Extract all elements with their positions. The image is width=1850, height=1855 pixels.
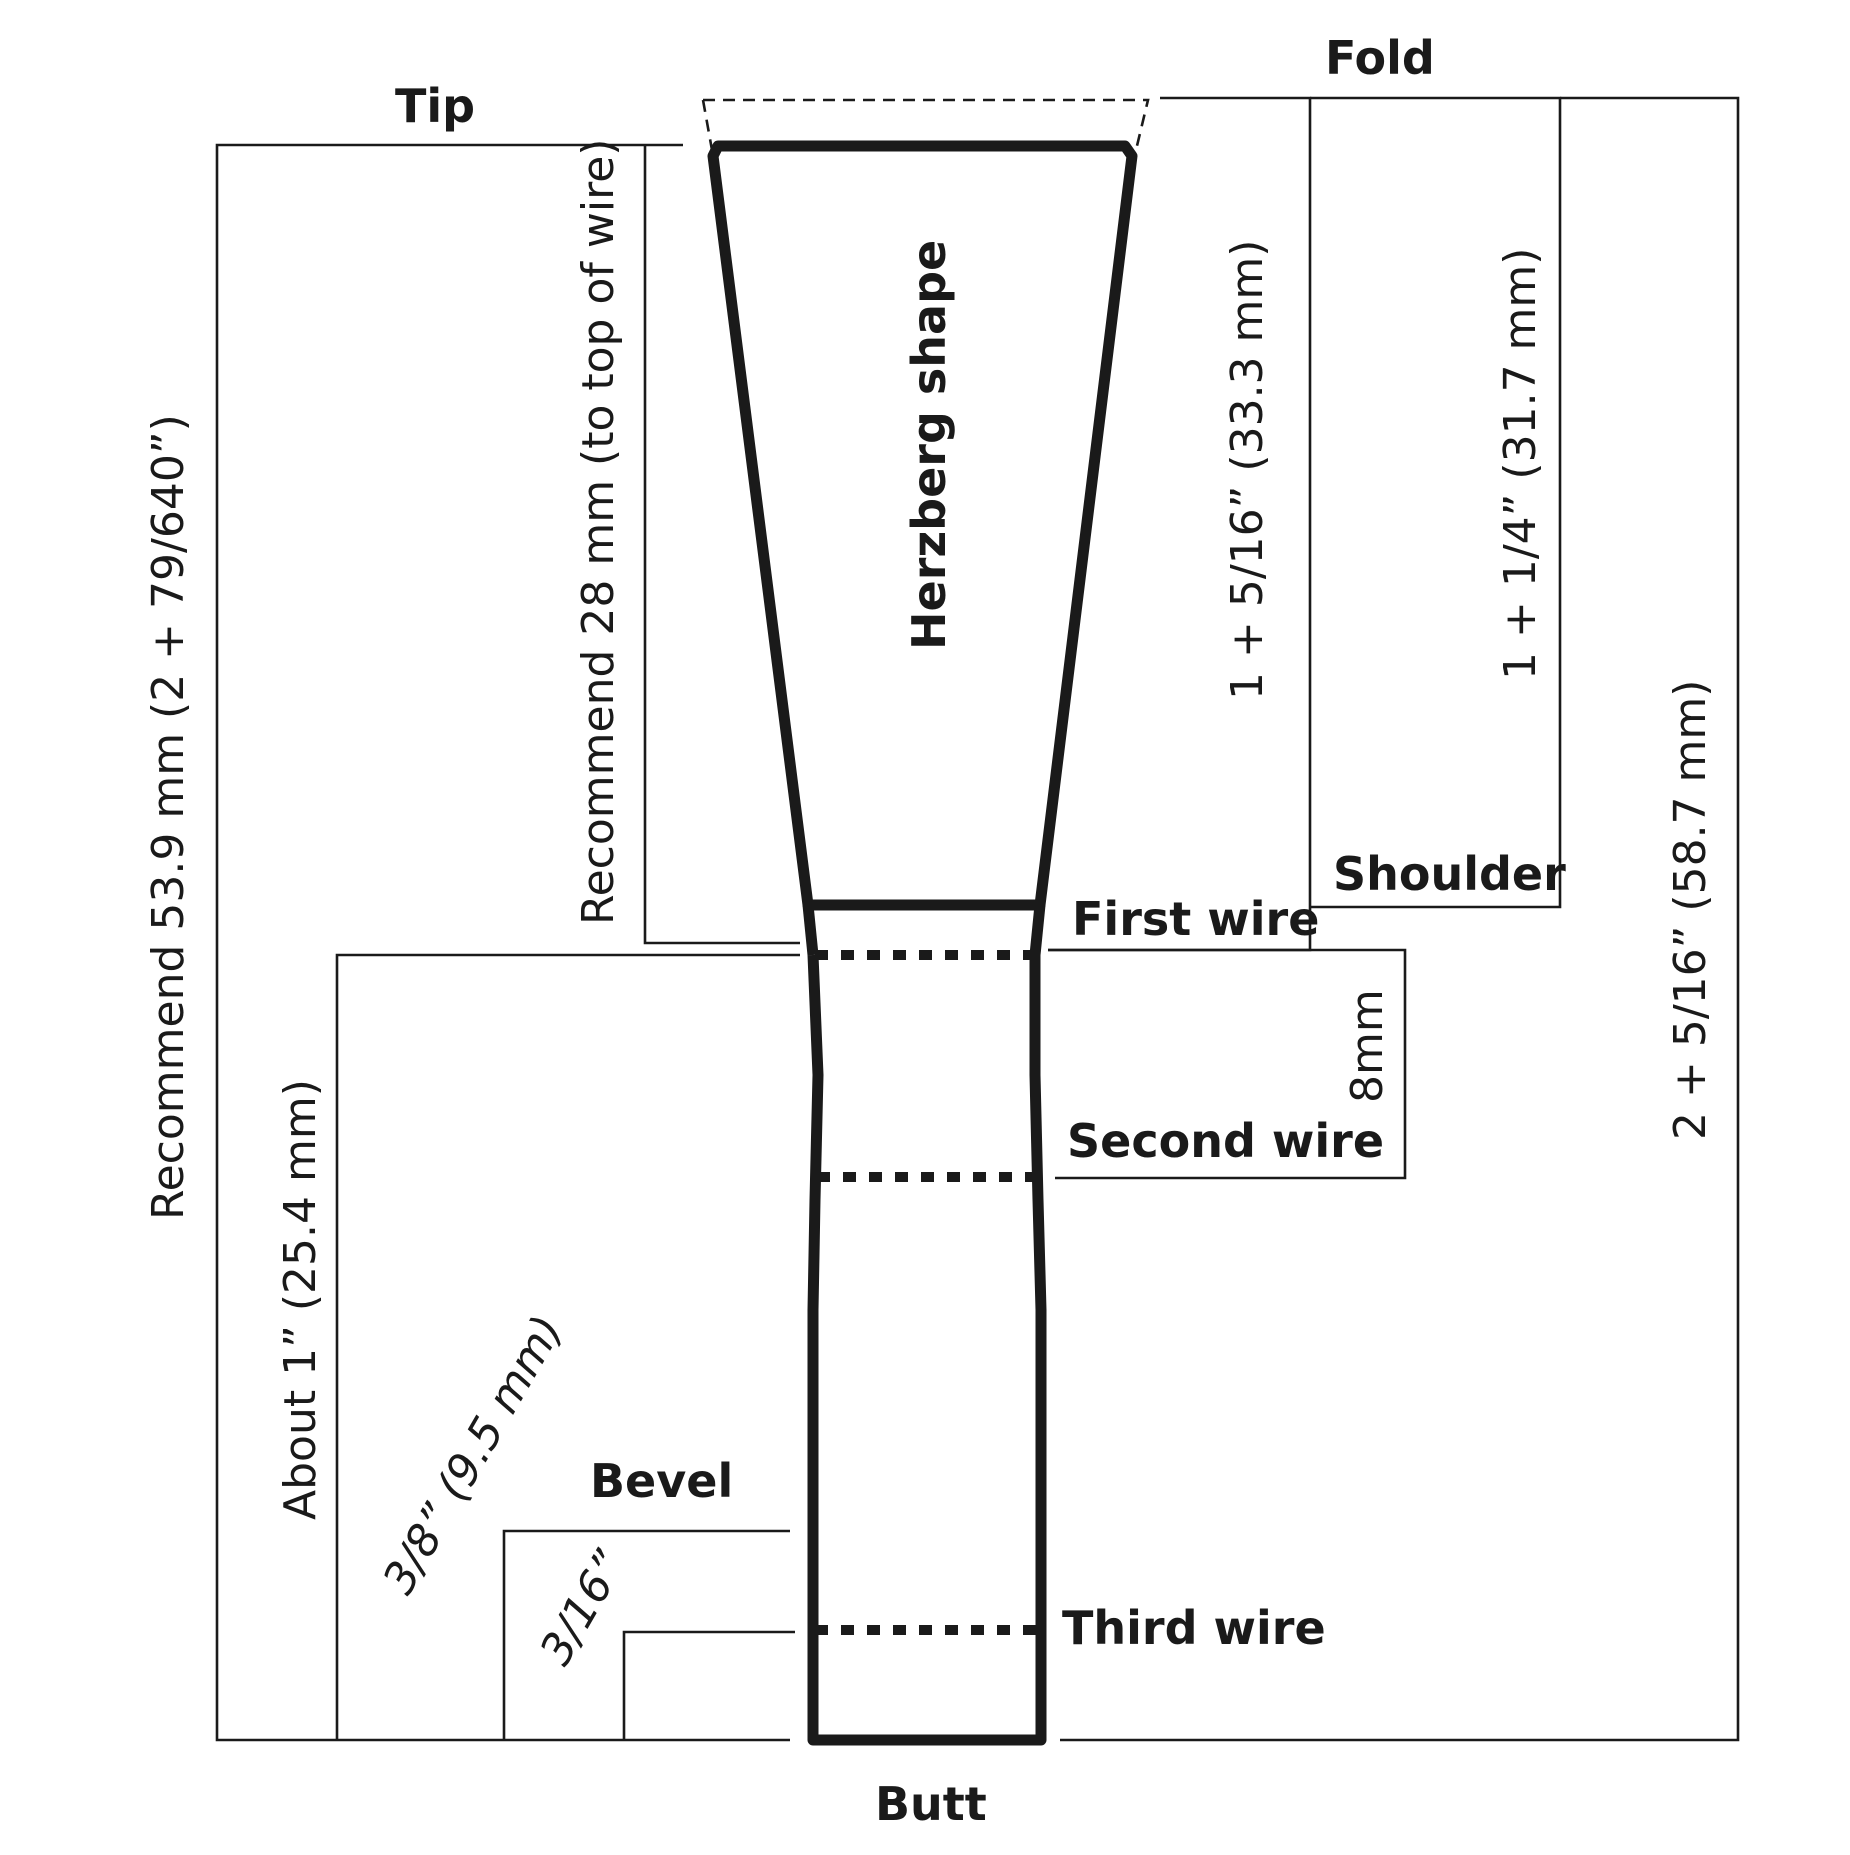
reed-outline — [701, 98, 1150, 1746]
dim-bevel-inner-label: 3/16” — [530, 1542, 636, 1674]
reed-blade — [707, 140, 1138, 911]
butt-label: Butt — [875, 1777, 987, 1831]
vertical-labels: Herzberg shape Recommend 53.9 mm (2 + 79… — [143, 139, 1716, 1674]
dim-fold-first-wire-label: 1 + 5/16” (33.3 mm) — [1222, 240, 1273, 700]
dim-about-1in-label: About 1” (25.4 mm) — [275, 1079, 326, 1520]
fold-extension-dashed-left — [701, 99, 714, 151]
shoulder-label: Shoulder — [1333, 847, 1566, 901]
third-wire-label: Third wire — [1062, 1601, 1326, 1655]
first-wire-label: First wire — [1072, 892, 1319, 946]
reed-tube — [807, 954, 1047, 1746]
tip-label: Tip — [395, 79, 475, 133]
dim-fold-shoulder-label: 1 + 1/4” (31.7 mm) — [1495, 248, 1546, 680]
herzberg-shape-label: Herzberg shape — [902, 240, 956, 650]
dim-bevel-outer-label: 3/8” (9.5 mm) — [373, 1307, 573, 1602]
dim-8mm-label: 8mm — [1342, 989, 1393, 1103]
bevel-label: Bevel — [590, 1454, 733, 1508]
second-wire-label: Second wire — [1067, 1114, 1384, 1168]
dim-bevel-outer-bracket — [502, 1529, 790, 1740]
dim-total-label: Recommend 53.9 mm (2 + 79/640”) — [143, 414, 194, 1220]
dim-fold-butt-bracket — [1060, 96, 1740, 1742]
dimension-lines — [215, 96, 1740, 1742]
dim-fold-shoulder-bracket — [1310, 96, 1562, 909]
dim-bevel-inner-bracket — [622, 1630, 795, 1740]
dim-fold-butt-label: 2 + 5/16” (58.7 mm) — [1665, 680, 1716, 1140]
first-wire-band-right — [1029, 904, 1046, 956]
fold-extension-dashed — [703, 98, 1150, 151]
first-wire-band — [802, 904, 819, 956]
horizontal-labels: Tip Fold First wire Shoulder Second wire… — [395, 31, 1566, 1831]
dim-about-1in-bracket — [335, 953, 800, 1740]
dim-tip-first-wire-bracket — [643, 145, 800, 945]
fold-label: Fold — [1325, 31, 1435, 85]
dim-tip-first-wire-label: Recommend 28 mm (to top of wire) — [573, 139, 624, 925]
dim-8mm-bracket — [1048, 948, 1407, 1180]
